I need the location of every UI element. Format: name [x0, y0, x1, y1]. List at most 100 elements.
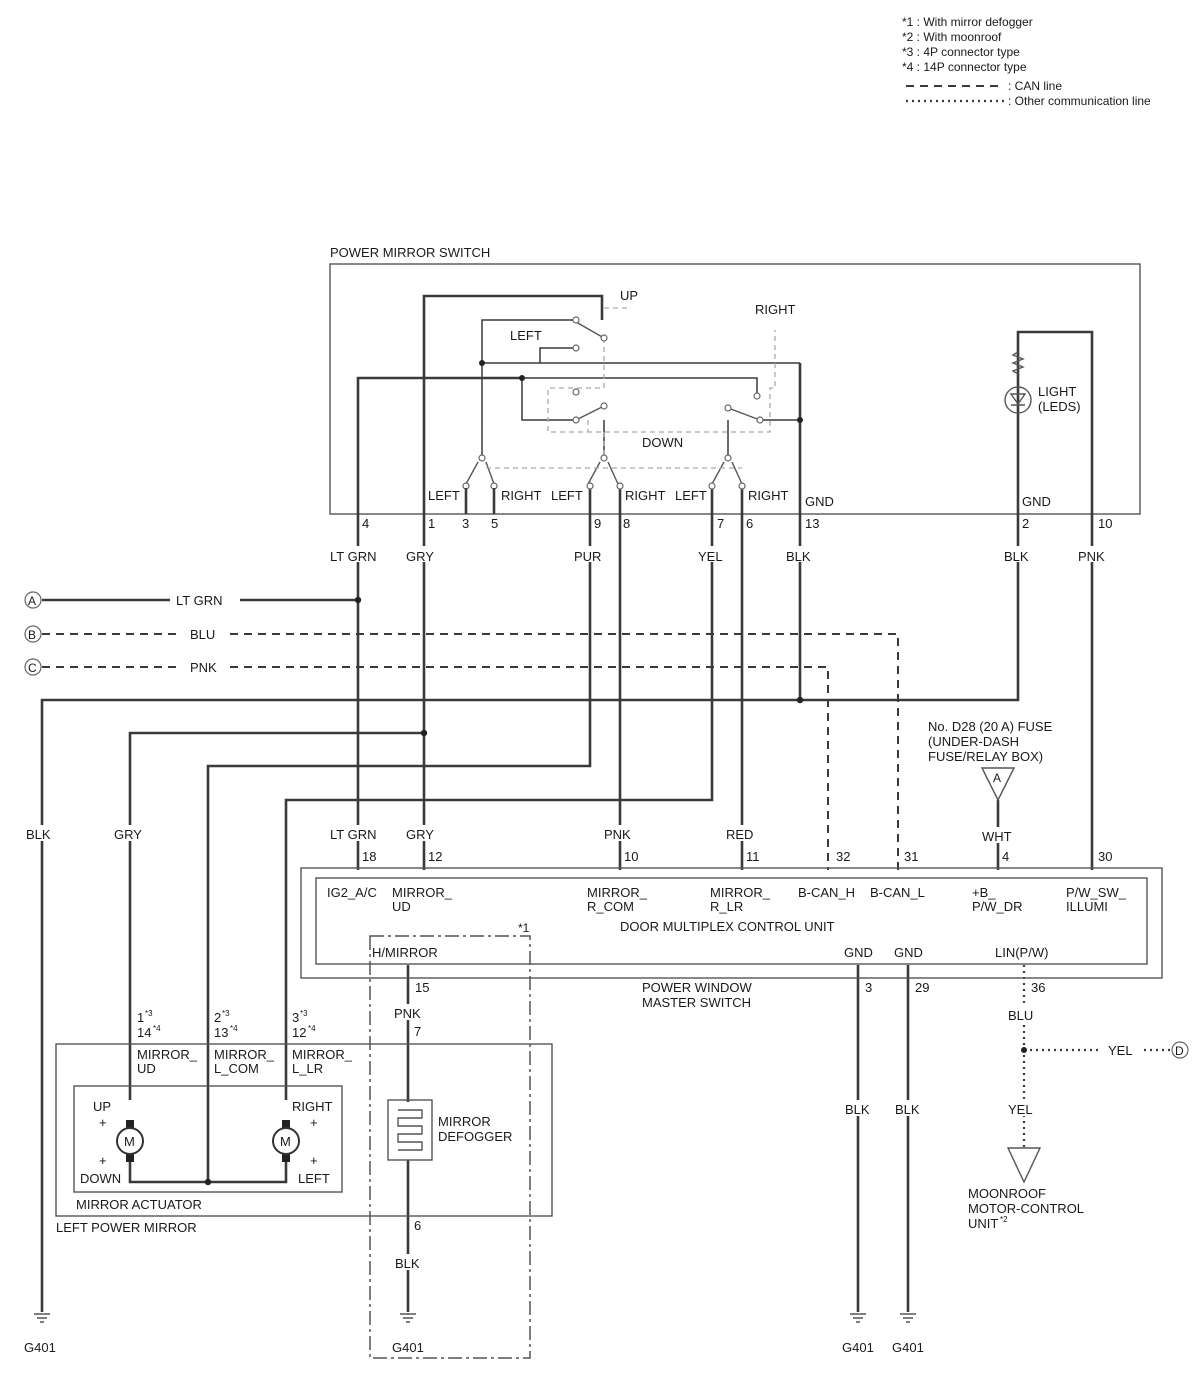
- switch-pin-10: 10: [1098, 516, 1112, 531]
- switch-wire-ltgrn: [356, 376, 522, 514]
- color-red: RED: [726, 827, 753, 842]
- mirror-term-ud-1: MIRROR_: [137, 1047, 198, 1062]
- led-light-icon: [1004, 351, 1032, 414]
- switch-pin-13: 13: [805, 516, 819, 531]
- color-wht: WHT: [982, 829, 1012, 844]
- switch-label-gnd: GND: [805, 494, 834, 509]
- dmcu-pin-10: 10: [624, 849, 638, 864]
- mirror-term-com-1: MIRROR_: [214, 1047, 275, 1062]
- color-pnk: PNK: [394, 1006, 421, 1021]
- legend-other-text: : Other communication line: [1008, 94, 1151, 108]
- wire-can-l-blu: [42, 633, 899, 870]
- switch-pin-9: 9: [594, 516, 601, 531]
- mirror-pin-com-b: 13: [214, 1025, 228, 1040]
- motor-label: M: [280, 1134, 291, 1149]
- switch-wire-right-b: [522, 377, 758, 396]
- defogger-element-icon: [387, 1099, 433, 1161]
- ground-label: G401: [842, 1340, 874, 1355]
- dmcu-term-rcom-2: R_COM: [587, 899, 634, 914]
- switch-wire-left-top: [481, 319, 575, 424]
- color-yel: YEL: [698, 549, 723, 564]
- fuse-label-3: FUSE/RELAY BOX): [928, 749, 1043, 764]
- moonroof-sup: *2: [1000, 1215, 1008, 1224]
- switch-pin-3: 3: [462, 516, 469, 531]
- dmcu-term-mud-1: MIRROR_: [392, 885, 453, 900]
- moonroof-label-3: UNIT: [968, 1216, 998, 1231]
- legend-note-4: *4 : 14P connector type: [902, 60, 1027, 74]
- ground-icon: [400, 1313, 416, 1323]
- mirror-actuator-box: [73, 1085, 343, 1193]
- color-lt-grn: LT GRN: [176, 593, 222, 608]
- dmcu-term-gnd-1: GND: [844, 945, 873, 960]
- dmcu-term-mud-2: UD: [392, 899, 411, 914]
- connector-c: C: [28, 661, 37, 675]
- defogger-pin-6: 6: [414, 1218, 421, 1233]
- wire-labels-mid: BLK GRY LT GRN GRY PNK RED WHT: [24, 825, 1016, 844]
- dmcu-pin-11: 11: [746, 849, 760, 864]
- mirror-pin-ud-a: 1: [137, 1010, 144, 1025]
- color-gry: GRY: [114, 827, 142, 842]
- mirror-pin-com-a: 2: [214, 1010, 221, 1025]
- door-multiplex-control-unit: 18 12 10 11 32 31 4 30 IG2_A/C MIRROR_ U…: [300, 849, 1163, 1010]
- mirror-pin-sup4: *4: [308, 1024, 316, 1033]
- color-pur: PUR: [574, 549, 601, 564]
- switch-pin-5: 5: [491, 516, 498, 531]
- dmcu-term-pw-2: ILLUMI: [1066, 899, 1108, 914]
- dmcu-term-hmirror: H/MIRROR: [372, 945, 438, 960]
- dmcu-pin-12: 12: [428, 849, 442, 864]
- switch-label-up: UP: [620, 288, 638, 303]
- mirror-pin-lr-b: 12: [292, 1025, 306, 1040]
- switch-contacts: [465, 321, 761, 485]
- pwms-box: [300, 867, 1163, 979]
- defogger-label-1: MIRROR: [438, 1114, 491, 1129]
- switch-junction: [479, 360, 485, 366]
- fuse-label-1: No. D28 (20 A) FUSE: [928, 719, 1053, 734]
- color-yel: YEL: [1108, 1043, 1133, 1058]
- legend-note-3: *3 : 4P connector type: [902, 45, 1020, 59]
- switch-label-left-2: LEFT: [551, 488, 583, 503]
- junction: [354, 596, 362, 604]
- switch-label-left-1: LEFT: [428, 488, 460, 503]
- moonroof-label-2: MOTOR-CONTROL: [968, 1201, 1084, 1216]
- actuator-plus: +: [99, 1153, 107, 1168]
- dmcu-title: DOOR MULTIPLEX CONTROL UNIT: [620, 919, 835, 934]
- dmcu-pin-3: 3: [865, 980, 872, 995]
- switch-wire-up-b: [539, 347, 575, 363]
- dmcu-pin-29: 29: [915, 980, 929, 995]
- mirror-actuator-title: MIRROR ACTUATOR: [76, 1197, 202, 1212]
- switch-wire-gry: [422, 294, 604, 514]
- wire-labels-top: LT GRN GRY PUR YEL BLK BLK PNK: [326, 546, 1110, 564]
- junction: [1021, 1047, 1027, 1053]
- connector-b: B: [28, 628, 36, 642]
- mirror-pin-sup4: *4: [230, 1024, 238, 1033]
- ground-label: G401: [392, 1340, 424, 1355]
- dmcu-term-bcanl: B-CAN_L: [870, 885, 925, 900]
- dmcu-box: [315, 877, 1148, 965]
- wire-blk-ground: [40, 514, 1020, 1312]
- mirror-term-com-2: L_COM: [214, 1061, 259, 1076]
- color-gry: GRY: [406, 827, 434, 842]
- switch-open-contacts: [462, 316, 764, 490]
- connector-a: A: [28, 594, 36, 608]
- dmcu-pin-4: 4: [1002, 849, 1009, 864]
- switch-label-down: DOWN: [642, 435, 683, 450]
- switch-junction: [797, 417, 803, 423]
- left-power-mirror: LEFT POWER MIRROR 1 *3 14 *4 2 *3 13 *4 …: [55, 1009, 553, 1235]
- switch-label-left: LEFT: [510, 328, 542, 343]
- dmcu-pin-30: 30: [1098, 849, 1112, 864]
- switch-wire-left-b: [521, 378, 575, 421]
- defogger-label-2: DEFOGGER: [438, 1129, 512, 1144]
- color-blk: BLK: [1004, 549, 1029, 564]
- color-blk: BLK: [895, 1102, 920, 1117]
- color-blk: BLK: [26, 827, 51, 842]
- switch-pin-4: 4: [362, 516, 369, 531]
- switch-label-right-3: RIGHT: [748, 488, 789, 503]
- switch-label-right: RIGHT: [755, 302, 796, 317]
- junction: [796, 696, 804, 704]
- power-mirror-switch-title: POWER MIRROR SWITCH: [330, 245, 490, 260]
- fuse-marker: A: [993, 771, 1001, 785]
- actuator-up: UP: [93, 1099, 111, 1114]
- dmcu-term-gnd-2: GND: [894, 945, 923, 960]
